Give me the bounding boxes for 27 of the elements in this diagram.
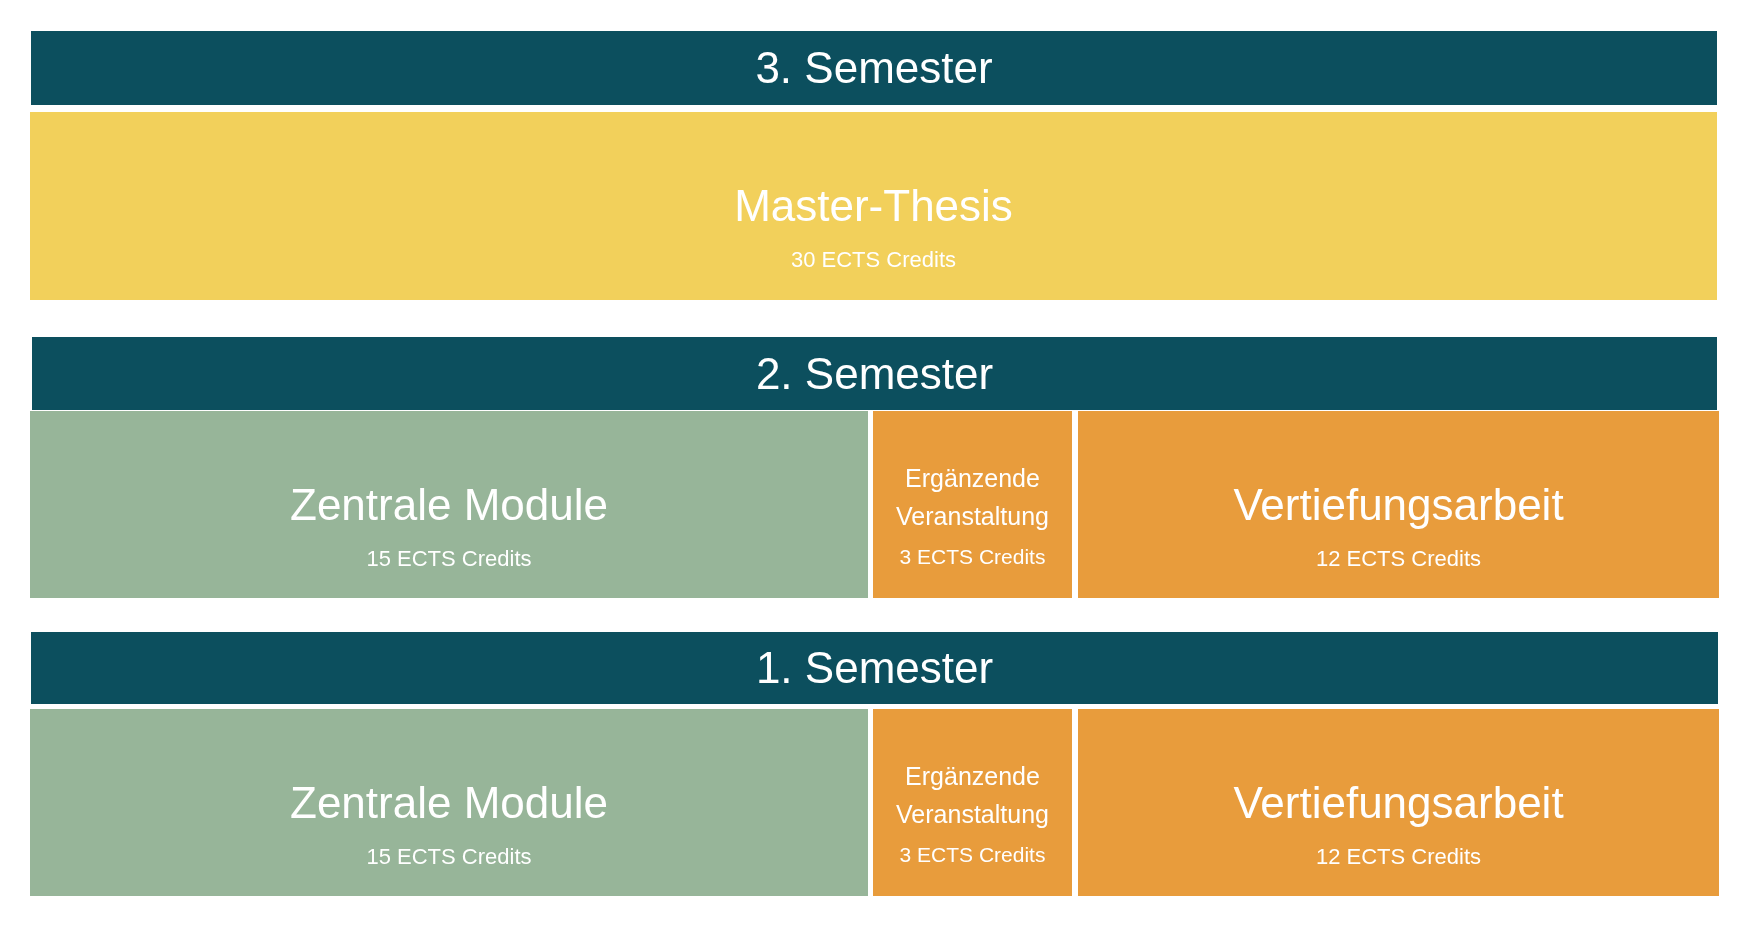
module-title: Ergänzende Veranstaltung bbox=[895, 760, 1050, 830]
module-title: Vertiefungsarbeit bbox=[1233, 776, 1564, 829]
credits-text: 15 ECTS Credits bbox=[366, 544, 532, 573]
semester-title: 3. Semester bbox=[755, 42, 993, 94]
semester-header-bar bbox=[32, 337, 1717, 410]
semester-title: 2. Semester bbox=[755, 347, 994, 400]
module-block bbox=[30, 709, 868, 896]
module-title: Ergänzende Veranstaltung bbox=[895, 462, 1050, 532]
semester-header-bar bbox=[31, 31, 1717, 105]
module-block bbox=[873, 411, 1072, 598]
credits-text: 3 ECTS Credits bbox=[899, 543, 1046, 570]
module-block bbox=[30, 112, 1717, 300]
credits-text: 12 ECTS Credits bbox=[1315, 842, 1482, 871]
credits-text: 15 ECTS Credits bbox=[366, 842, 532, 871]
module-block bbox=[30, 411, 868, 598]
credits-text: 3 ECTS Credits bbox=[899, 841, 1046, 868]
module-title: Zentrale Module bbox=[290, 776, 608, 829]
semester-title: 1. Semester bbox=[755, 642, 994, 694]
semester-header-bar bbox=[31, 632, 1718, 704]
module-title: Vertiefungsarbeit bbox=[1233, 478, 1564, 531]
module-title: Zentrale Module bbox=[290, 478, 608, 531]
credits-text: 12 ECTS Credits bbox=[1315, 544, 1482, 573]
module-title: Master-Thesis bbox=[734, 180, 1013, 232]
module-block bbox=[1078, 709, 1719, 896]
module-block bbox=[1078, 411, 1719, 598]
credits-text: 30 ECTS Credits bbox=[790, 246, 957, 274]
module-block bbox=[873, 709, 1072, 896]
